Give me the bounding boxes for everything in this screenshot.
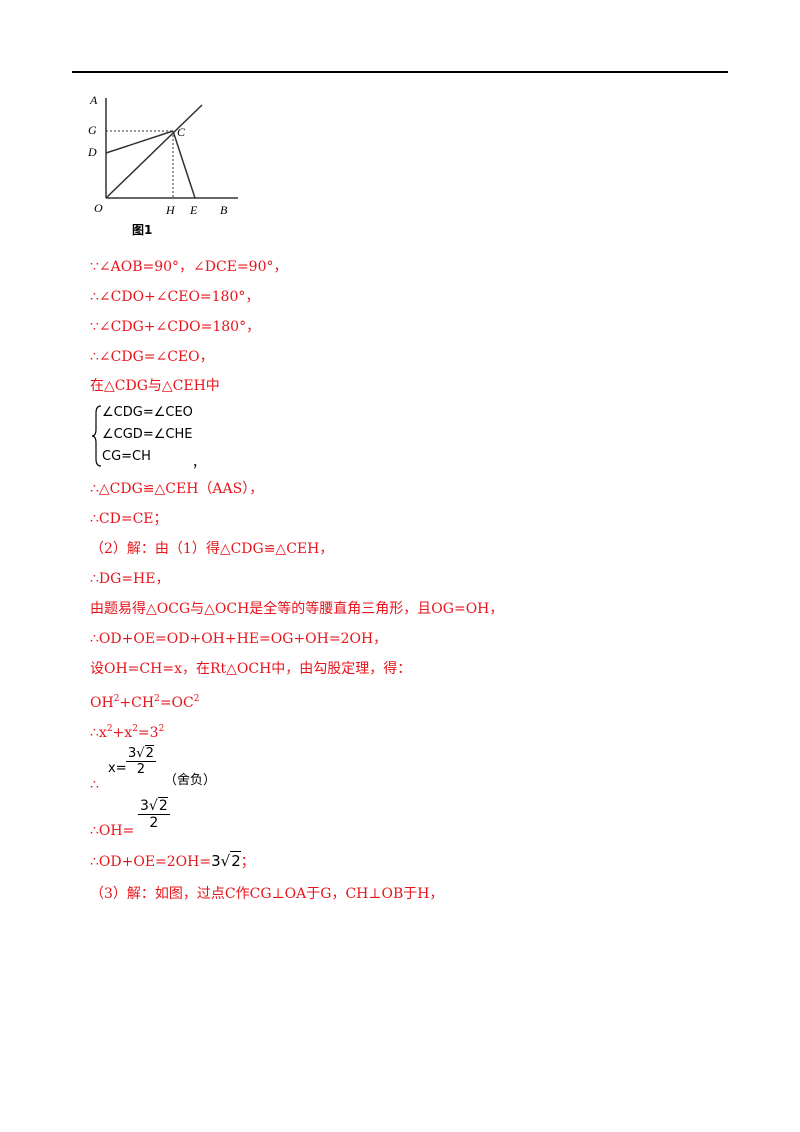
proof-line-8: （2）解：由（1）得△CDG≌△CEH， — [90, 541, 334, 557]
fraction-x: 3√2 2 — [126, 745, 156, 777]
equation-system: ∠CDG=∠CEO ∠CGD=∠CHE CG=CH ， — [92, 405, 252, 471]
fraction-oh-numerator: 3√2 — [138, 797, 170, 815]
term-oh: OH — [90, 695, 114, 711]
system-comma: ， — [192, 456, 206, 471]
geometry-figure: A G D O C H E B 图1 — [86, 88, 256, 240]
fraction-oh: 3√2 2 — [138, 797, 170, 831]
proof-line-13: OH2+CH2=OC2 — [90, 690, 199, 712]
term-oc: =OC — [159, 695, 194, 711]
line-dc — [105, 130, 174, 154]
x-equals: x= — [108, 761, 127, 776]
exp-1: 2 — [113, 694, 120, 704]
fraction-x-numerator: 3√2 — [126, 745, 156, 762]
proof-line-17: ∴OD+OE=2OH=3√2； — [90, 851, 255, 871]
sum-expression: ∴OD+OE=2OH= — [90, 854, 212, 870]
exp-5: 2 — [132, 724, 138, 734]
exp-2: 2 — [154, 694, 160, 704]
proof-line-18: （3）解：如图，过点C作CG⊥OA于G，CH⊥OB于H， — [90, 886, 444, 902]
proof-line-2: ∴∠CDO+∠CEO=180°， — [90, 289, 260, 305]
proof-line-6: ∴△CDG≌△CEH（AAS）， — [90, 481, 264, 497]
header-rule — [72, 71, 728, 73]
proof-line-7: ∴CD=CE； — [90, 511, 168, 527]
label-h: H — [165, 203, 176, 217]
label-o: O — [94, 201, 103, 215]
proof-line-3: ∵∠CDG+∠CDO=180°， — [90, 319, 261, 335]
label-a: A — [89, 93, 98, 107]
term-3: =3 — [137, 725, 159, 741]
line-ce — [172, 130, 196, 199]
left-brace-icon — [92, 405, 102, 467]
geometry-diagram: A G D O C H E B 图1 — [87, 93, 238, 237]
proof-line-1: ∵∠AOB=90°，∠DCE=90°， — [90, 259, 288, 275]
proof-line-10: 由题易得△OCG与△OCH是全等的等腰直角三角形，且OG=OH， — [90, 601, 504, 617]
label-c: C — [177, 125, 186, 139]
figure-caption: 图1 — [132, 223, 152, 237]
term-x2: +x — [112, 725, 133, 741]
term-x1: ∴x — [90, 725, 107, 741]
label-d: D — [87, 145, 97, 159]
label-g: G — [88, 123, 97, 137]
system-row-3: CG=CH — [102, 449, 151, 464]
proof-line-5: 在△CDG与△CEH中 — [90, 378, 220, 394]
label-e: E — [189, 203, 198, 217]
label-b: B — [220, 203, 228, 217]
proof-line-15-therefore: ∴ — [90, 777, 99, 793]
proof-line-11: ∴OD+OE=OD+OH+HE=OG+OH=2OH， — [90, 631, 388, 647]
fraction-x-denominator: 2 — [136, 762, 146, 777]
proof-line-9: ∴DG=HE， — [90, 571, 170, 587]
exp-3: 2 — [193, 694, 200, 704]
exp-4: 2 — [106, 724, 113, 734]
proof-line-12: 设OH=CH=x，在Rt△OCH中，由勾股定理，得： — [90, 661, 412, 677]
system-row-2: ∠CGD=∠CHE — [102, 427, 193, 442]
root-value: 3√2 — [211, 851, 241, 870]
semicolon: ； — [240, 854, 255, 870]
system-row-1: ∠CDG=∠CEO — [102, 405, 193, 420]
discard-negative-note: （舍负） — [164, 773, 217, 788]
proof-line-16: ∴OH= — [90, 823, 135, 839]
fraction-oh-denominator: 2 — [149, 815, 159, 831]
proof-line-4: ∴∠CDG=∠CEO， — [90, 349, 214, 365]
line-oc — [105, 104, 203, 199]
proof-line-14: ∴x2+x2=32 — [90, 720, 164, 742]
term-ch: +CH — [119, 695, 155, 711]
exp-6: 2 — [158, 724, 165, 734]
